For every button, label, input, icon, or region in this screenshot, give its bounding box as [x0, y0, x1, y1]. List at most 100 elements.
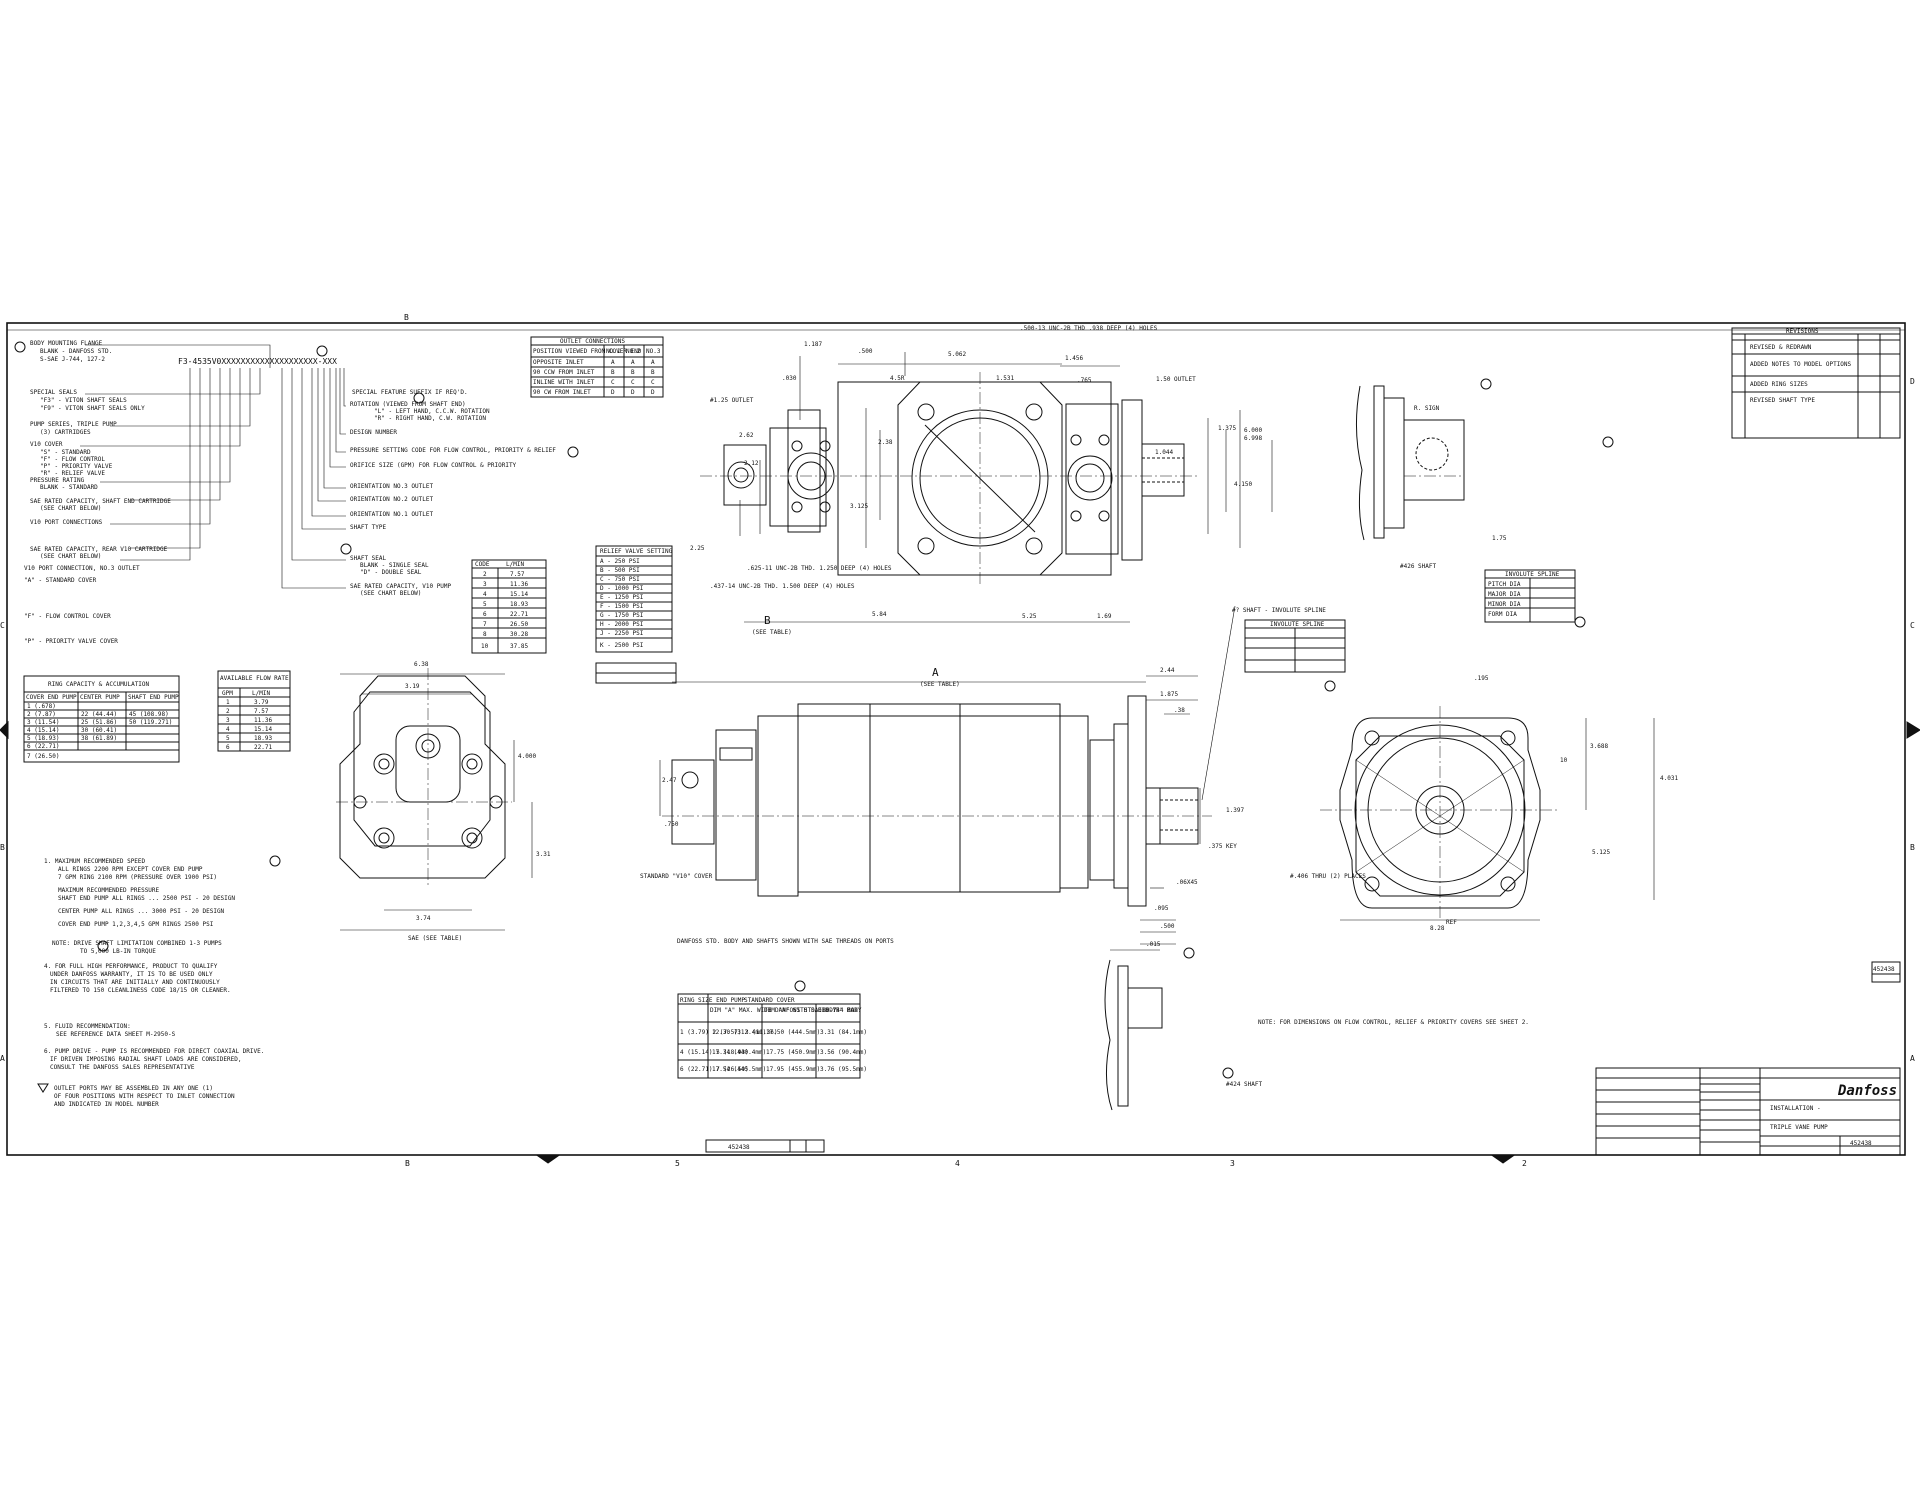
svg-text:D: D: [651, 389, 655, 396]
svg-text:REF: REF: [1446, 919, 1457, 926]
svg-text:REVISIONS: REVISIONS: [1786, 328, 1819, 335]
svg-text:4.150: 4.150: [1234, 481, 1252, 488]
callout-bubble: [14, 341, 26, 353]
svg-text:8: 8: [483, 631, 487, 638]
svg-text:4.5R: 4.5R: [890, 375, 905, 382]
svg-text:F - 1500 PSI: F - 1500 PSI: [600, 603, 644, 610]
svg-text:(SEE TABLE): (SEE TABLE): [920, 681, 960, 688]
note-rotation-r: "R" - RIGHT HAND, C.W. ROTATION: [374, 415, 486, 422]
svg-text:DIM "A" MAX. WITH DANFOSS STD.: DIM "A" MAX. WITH DANFOSS STD. BODY: [710, 1007, 837, 1014]
title-block: Danfoss INSTALLATION - TRIPLE VANE PUMP …: [1595, 1067, 1901, 1156]
svg-text:11.36: 11.36: [254, 717, 272, 724]
svg-text:DIM "A" WITH SAE J-744 BODY: DIM "A" WITH SAE J-744 BODY: [764, 1007, 862, 1014]
svg-text:6. PUMP DRIVE - PUMP IS RECOMM: 6. PUMP DRIVE - PUMP IS RECOMMENDED FOR …: [44, 1048, 264, 1055]
svg-text:26.50: 26.50: [510, 621, 528, 628]
svg-text:5: 5: [226, 735, 230, 742]
svg-text:OUTLET PORTS MAY BE ASSEMBLED: OUTLET PORTS MAY BE ASSEMBLED IN ANY ONE…: [54, 1085, 213, 1092]
svg-text:L/MIN: L/MIN: [506, 561, 524, 568]
svg-text:DANFOSS STD. BODY AND SHAFTS S: DANFOSS STD. BODY AND SHAFTS SHOWN WITH …: [677, 938, 894, 945]
svg-text:1.69: 1.69: [1097, 613, 1112, 620]
svg-text:17.34 (440.4mm): 17.34 (440.4mm): [712, 1049, 766, 1056]
svg-text:2.44: 2.44: [1160, 667, 1175, 674]
svg-text:.06X45: .06X45: [1176, 879, 1198, 886]
svg-text:IF DRIVEN IMPOSING RADIAL SHAF: IF DRIVEN IMPOSING RADIAL SHAFT LOADS AR…: [50, 1056, 241, 1063]
note-double-seal: "D" - DOUBLE SEAL: [360, 569, 422, 576]
svg-text:COVER END PUMP: COVER END PUMP: [26, 694, 77, 701]
svg-text:D - 1000 PSI: D - 1000 PSI: [600, 585, 644, 592]
svg-text:SHAFT END PUMP ALL RINGS ...: SHAFT END PUMP ALL RINGS ... 2500 PSI - …: [58, 895, 235, 902]
note-sae: S-SAE J-744, 127-2: [40, 356, 105, 363]
ring-capacity-table: RING CAPACITY & ACCUMULATION COVER END P…: [23, 675, 180, 763]
note-v10-port-3: V10 PORT CONNECTION, NO.3 OUTLET: [24, 565, 140, 572]
note-v10-port: V10 PORT CONNECTIONS: [30, 519, 103, 526]
note-triangle-icon: [37, 1083, 49, 1093]
svg-text:3.56 (90.4mm): 3.56 (90.4mm): [820, 1049, 867, 1056]
svg-text:B: B: [651, 369, 655, 376]
note-shaft-type: SHAFT TYPE: [350, 524, 387, 531]
svg-text:1 (.678): 1 (.678): [27, 703, 56, 710]
svg-text:REVISED SHAFT TYPE: REVISED SHAFT TYPE: [1750, 397, 1815, 404]
lower-shaft-labels: .015 #424 SHAFT NOTE: FOR DIMENSIONS ON …: [1146, 941, 1529, 1088]
company-logo: Danfoss: [1837, 1083, 1897, 1099]
note-sae-shaft-end: SAE RATED CAPACITY, SHAFT END CARTRIDGE: [30, 498, 171, 505]
note-f3: "F3" - VITON SHAFT SEALS: [40, 397, 127, 404]
svg-text:UNDER DANFOSS WARRANTY, IT IS: UNDER DANFOSS WARRANTY, IT IS TO BE USED…: [50, 971, 213, 978]
model-code: F3-4535V0XXXXXXXXXXXXXXXXXXXX-XXX: [178, 357, 337, 366]
svg-text:3: 3: [226, 717, 230, 724]
svg-text:C: C: [631, 379, 635, 386]
centering-arrow-right: [1906, 721, 1920, 739]
cover-end-labels: 6.38 3.19 4.000 3.31 3.74 SAE (SEE TABLE…: [405, 661, 551, 942]
note-rotation: ROTATION (VIEWED FROM SHAFT END): [350, 401, 466, 408]
svg-text:17.54 (445.5mm): 17.54 (445.5mm): [712, 1066, 766, 1073]
svg-text:5: 5: [483, 601, 487, 608]
spline-table-lower: INVOLUTE SPLINE: [1244, 619, 1346, 673]
note-special-feature: SPECIAL FEATURE SUFFIX IF REQ'D.: [352, 389, 468, 396]
svg-text:10: 10: [1560, 757, 1568, 764]
svg-text:.500: .500: [1160, 923, 1175, 930]
svg-text:#424 SHAFT: #424 SHAFT: [1226, 1081, 1263, 1088]
svg-text:2.62: 2.62: [739, 432, 754, 439]
svg-text:RELIEF VALVE SETTING: RELIEF VALVE SETTING: [600, 548, 673, 555]
svg-text:.500-13 UNC-2B THD .938 DEEP (: .500-13 UNC-2B THD .938 DEEP (4) HOLES: [1020, 325, 1158, 332]
note-body-flange: BODY MOUNTING FLANGE: [30, 340, 103, 347]
svg-text:STANDARD COVER: STANDARD COVER: [744, 997, 795, 1004]
svg-text:17.75 (450.9mm): 17.75 (450.9mm): [766, 1049, 820, 1056]
centering-arrow-bottom-right: [1491, 1155, 1515, 1164]
svg-text:6.38: 6.38: [414, 661, 429, 668]
svg-text:(SEE TABLE): (SEE TABLE): [752, 629, 792, 636]
side-drawing-number: 452438: [1871, 961, 1901, 983]
svg-text:6.000: 6.000: [1244, 427, 1262, 434]
svg-text:ADDED NOTES TO MODEL OPTIONS: ADDED NOTES TO MODEL OPTIONS: [1750, 361, 1852, 368]
svg-text:AND INDICATED IN MODEL NUMBER: AND INDICATED IN MODEL NUMBER: [54, 1101, 159, 1108]
svg-text:7.57: 7.57: [254, 708, 269, 715]
svg-text:7 (26.50): 7 (26.50): [27, 753, 60, 760]
svg-text:6: 6: [483, 611, 487, 618]
spline-leader: [1201, 605, 1236, 801]
svg-text:1 (3.79) 2 (7.57) 3 (11.36): 1 (3.79) 2 (7.57) 3 (11.36): [680, 1029, 778, 1036]
svg-text:3 (11.54): 3 (11.54): [27, 719, 60, 726]
svg-text:3.79: 3.79: [254, 699, 269, 706]
svg-text:5 (18.93): 5 (18.93): [27, 735, 60, 742]
svg-text:#1.25 OUTLET: #1.25 OUTLET: [710, 397, 754, 404]
svg-text:A - 250 PSI: A - 250 PSI: [600, 558, 640, 565]
svg-text:CONSULT THE DANFOSS SALES REPR: CONSULT THE DANFOSS SALES REPRESENTATIVE: [50, 1064, 195, 1071]
svg-text:18.93: 18.93: [254, 735, 272, 742]
zone-label-right-a: A: [1910, 1054, 1915, 1063]
svg-text:A: A: [651, 359, 655, 366]
note-pressure-rating: PRESSURE RATING: [30, 477, 85, 484]
svg-text:.375 KEY: .375 KEY: [1208, 843, 1237, 850]
note-orifice-size: ORIFICE SIZE (GPM) FOR FLOW CONTROL & PR…: [350, 462, 517, 469]
svg-text:CODE: CODE: [475, 561, 490, 568]
top-view-dimensions: [739, 352, 1273, 623]
note-see-chart-3: (SEE CHART BELOW): [360, 590, 421, 597]
svg-text:PITCH DIA: PITCH DIA: [1488, 581, 1521, 588]
svg-text:17.50 (444.5mm): 17.50 (444.5mm): [766, 1029, 820, 1036]
svg-text:22.71: 22.71: [254, 744, 272, 751]
svg-text:7 GPM RING 2100 RPM (P: 7 GPM RING 2100 RPM (PRESSURE OVER 1900 …: [58, 874, 217, 881]
svg-text:18.93: 18.93: [510, 601, 528, 608]
svg-text:1: 1: [226, 699, 230, 706]
svg-text:NO.2: NO.2: [626, 348, 641, 355]
svg-text:37.85: 37.85: [510, 643, 528, 650]
svg-text:8.28: 8.28: [1430, 925, 1445, 932]
